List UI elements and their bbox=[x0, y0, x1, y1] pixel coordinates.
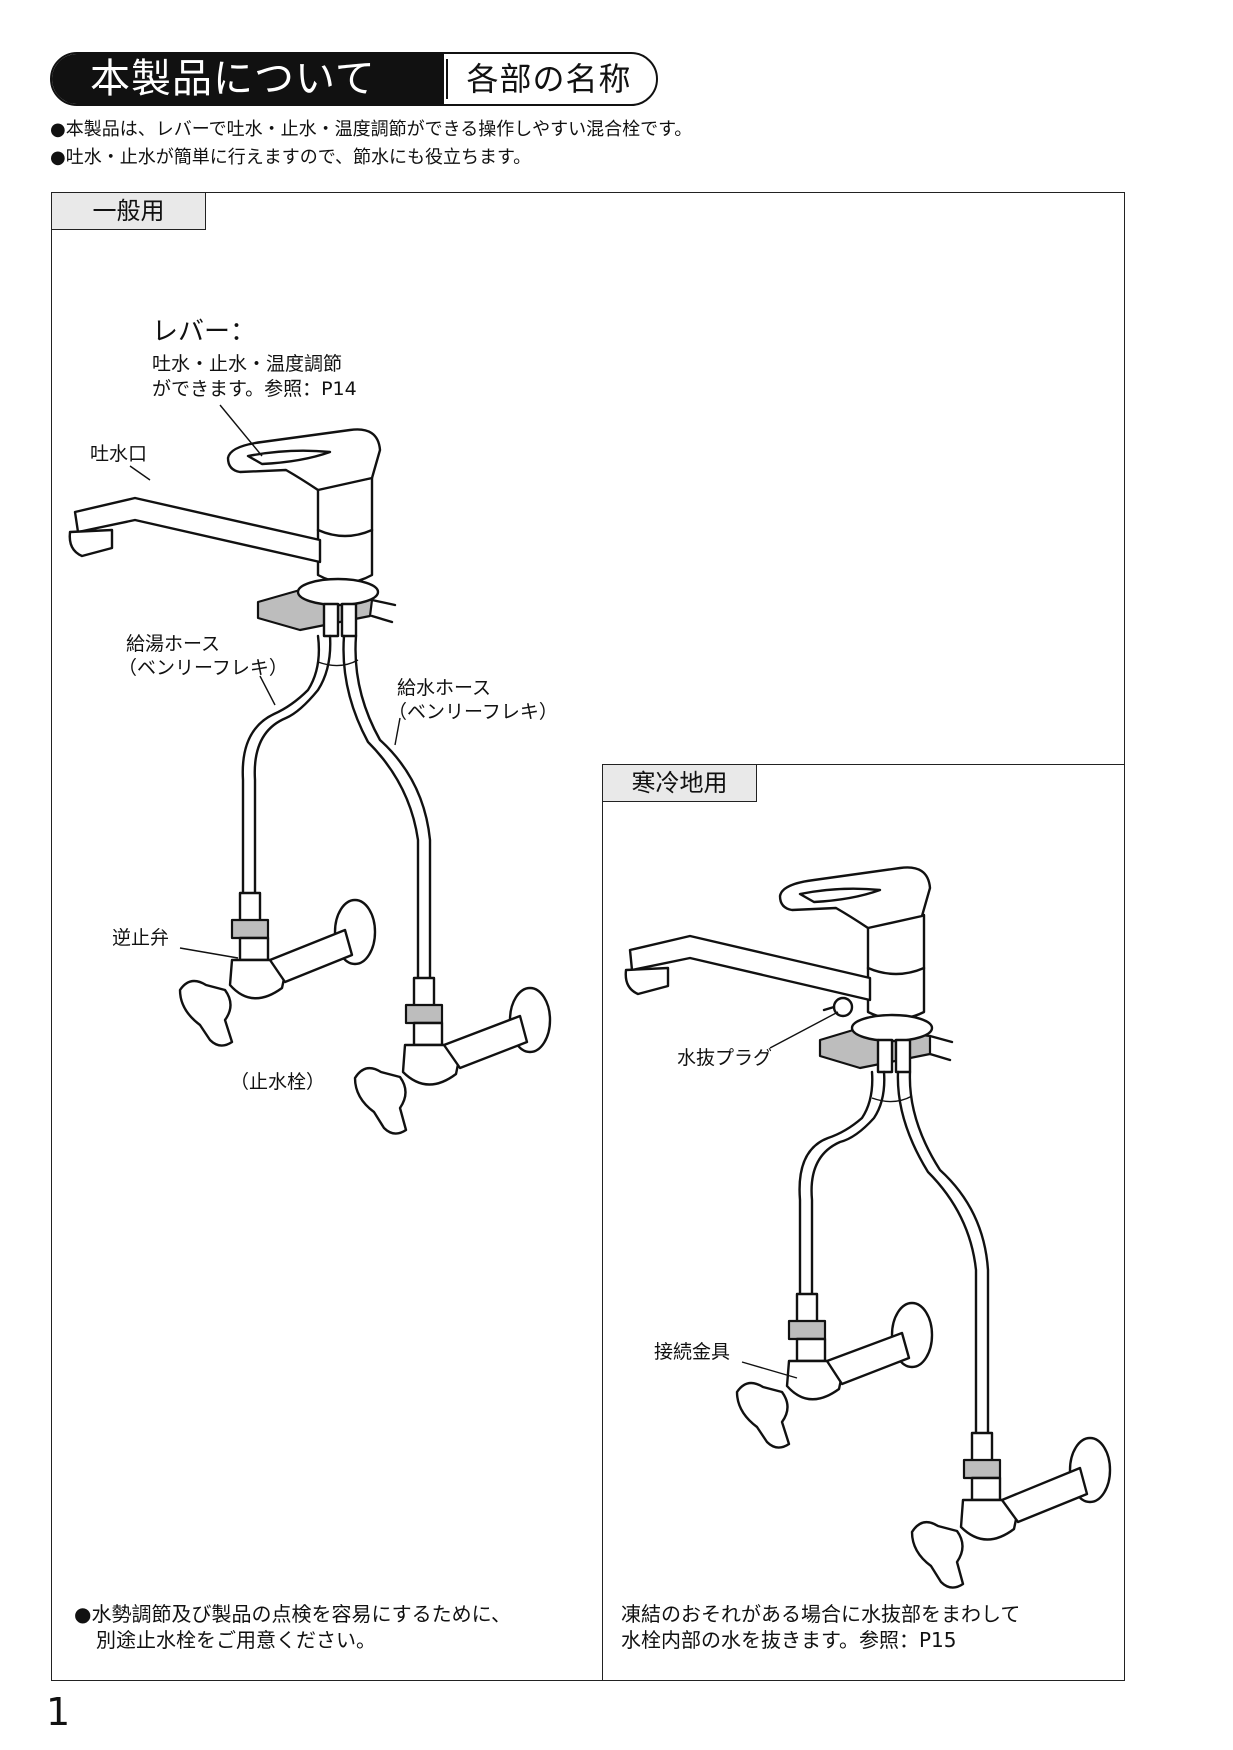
lever-label: レバー： bbox=[152, 317, 257, 347]
general-panel bbox=[51, 192, 1125, 1681]
general-tab: 一般用 bbox=[52, 193, 206, 230]
page-number: 1 bbox=[46, 1690, 71, 1734]
intro-line-1: ●本製品は、レバーで吐水・止水・温度調節ができる操作しやすい混合栓です。 bbox=[50, 119, 693, 140]
section-subtitle-wrap: 各部の名称 bbox=[444, 54, 656, 104]
cold-region-panel bbox=[602, 764, 1125, 1681]
general-note-2: 別途止水栓をご用意ください。 bbox=[96, 1628, 376, 1652]
lever-desc-2: ができます。参照：P14 bbox=[152, 378, 357, 400]
hot-hose-label: 給湯ホース bbox=[126, 633, 221, 655]
cold-region-tab: 寒冷地用 bbox=[603, 765, 757, 802]
fitting-label: 接続金具 bbox=[654, 1341, 731, 1363]
cold-hose-sub-label: （ベンリーフレキ） bbox=[388, 701, 558, 723]
general-faucet-drawing bbox=[68, 404, 552, 1135]
lever-desc-1: 吐水・止水・温度調節 bbox=[152, 353, 343, 375]
stop-valve-label: （止水栓） bbox=[230, 1071, 326, 1093]
cold-note-2: 水栓内部の水を抜きます。参照：P15 bbox=[621, 1628, 957, 1652]
section-title: 本製品について bbox=[52, 54, 444, 104]
spout-label: 吐水口 bbox=[90, 443, 148, 465]
hot-hose-sub-label: （ベンリーフレキ） bbox=[118, 657, 288, 679]
intro-line-2: ●吐水・止水が簡単に行えますので、節水にも役立ちます。 bbox=[50, 147, 532, 168]
check-valve-label: 逆止弁 bbox=[112, 927, 170, 949]
section-subtitle: 各部の名称 bbox=[446, 59, 653, 99]
drain-plug-label: 水抜プラグ bbox=[677, 1047, 773, 1069]
cold-note-1: 凍結のおそれがある場合に水抜部をまわして bbox=[621, 1602, 1021, 1626]
cold-hose-label: 給水ホース bbox=[397, 677, 492, 699]
section-title-pill: 本製品について 各部の名称 bbox=[50, 52, 658, 106]
cold-faucet-drawing bbox=[624, 866, 1112, 1589]
general-note-1: ●水勢調節及び製品の点検を容易にするために、 bbox=[74, 1602, 512, 1626]
